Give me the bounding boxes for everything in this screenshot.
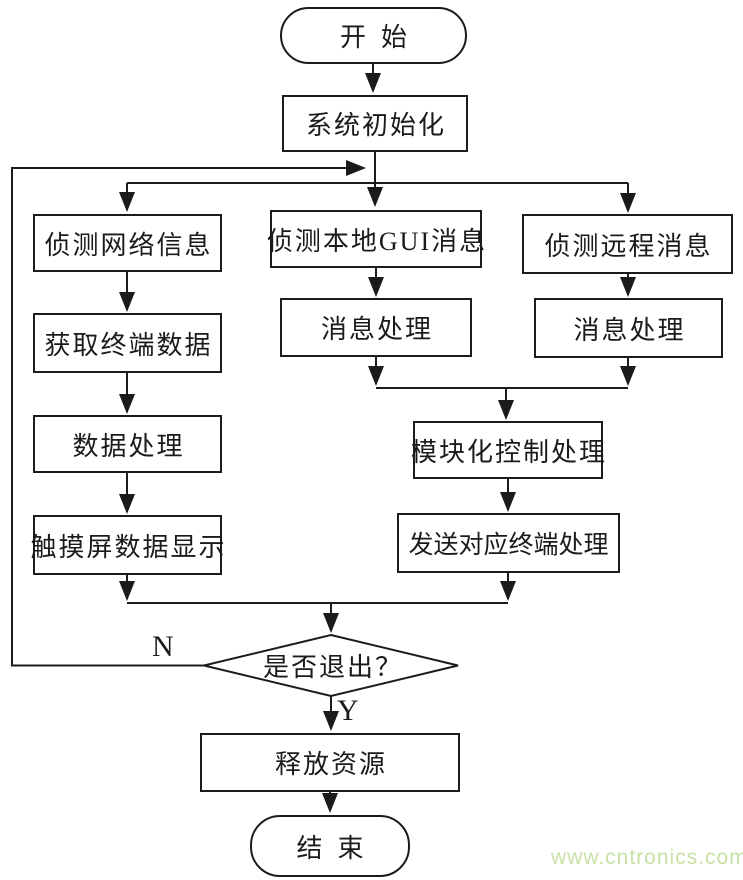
node-detect-network-info: 侦测网络信息 [33, 214, 222, 272]
node-remote-msg-processing-label: 消息处理 [573, 315, 686, 345]
node-release-resources: 释放资源 [200, 733, 460, 792]
node-detect-network-info-label: 侦测网络信息 [44, 230, 213, 260]
node-detect-local-gui-msg-label: 侦测本地GUI消息 [266, 226, 488, 256]
node-data-processing: 数据处理 [33, 415, 222, 473]
node-send-to-terminal-processing-label: 发送对应终端处理 [408, 532, 609, 559]
node-touchscreen-data-display: 触摸屏数据显示 [31, 515, 225, 575]
node-end-label: 结束 [296, 833, 379, 863]
node-exit-decision: 是否退出？ [204, 635, 460, 696]
node-start: 开始 [280, 7, 467, 64]
watermark-text: www.cntronics.com [551, 846, 743, 869]
node-modular-control-processing: 模块化控制处理 [411, 421, 605, 479]
node-end: 结束 [250, 815, 410, 877]
node-send-to-terminal-processing: 发送对应终端处理 [397, 513, 620, 573]
node-detect-remote-msg: 侦测远程消息 [522, 214, 733, 274]
node-modular-control-processing-label: 模块化控制处理 [411, 437, 608, 467]
node-touchscreen-data-display-label: 触摸屏数据显示 [30, 532, 227, 562]
node-get-terminal-data-label: 获取终端数据 [44, 330, 213, 360]
node-system-init-label: 系统初始化 [305, 111, 446, 140]
decision-yes-label: Y [337, 694, 359, 727]
decision-no-label: N [152, 630, 174, 663]
node-detect-local-gui-msg: 侦测本地GUI消息 [267, 210, 485, 268]
node-system-init: 系统初始化 [282, 95, 468, 152]
node-data-processing-label: 数据处理 [72, 431, 185, 461]
node-detect-remote-msg-label: 侦测远程消息 [544, 231, 713, 261]
node-local-msg-processing: 消息处理 [280, 298, 472, 357]
edge-loop-no [11, 160, 366, 667]
node-local-msg-processing-label: 消息处理 [320, 315, 433, 344]
node-start-label: 开始 [339, 23, 422, 52]
node-remote-msg-processing: 消息处理 [534, 298, 723, 358]
node-release-resources-label: 释放资源 [274, 750, 387, 779]
node-exit-decision-label: 是否退出？ [262, 653, 403, 682]
node-get-terminal-data: 获取终端数据 [33, 313, 222, 373]
